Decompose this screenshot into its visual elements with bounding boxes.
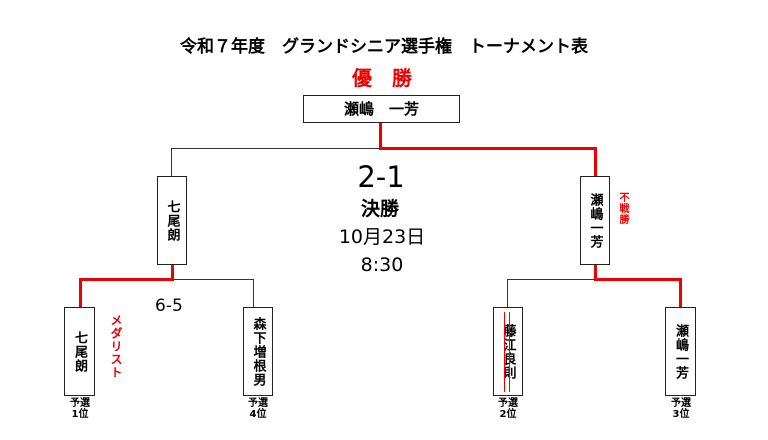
page-title: 令和７年度 グランドシニア選手権 トーナメント表	[180, 37, 588, 57]
semifinal-right-box: 瀬嶋一芳	[580, 176, 610, 265]
seed-text: 予選	[671, 398, 691, 409]
bracket-line	[594, 147, 597, 177]
bracket-line	[79, 278, 174, 281]
seed-text: 予選	[70, 398, 90, 409]
bracket-line	[171, 265, 174, 281]
final-date: 10月23日	[338, 226, 426, 248]
seed-rank: 3位	[672, 409, 690, 420]
seed-text: 予選	[498, 398, 518, 409]
final-time: 8:30	[360, 254, 404, 276]
player-box: 森下増根男	[243, 307, 273, 396]
player-box: 瀬嶋一芳	[665, 307, 696, 396]
champion-label: 優 勝	[352, 66, 412, 90]
final-label: 決勝	[360, 198, 400, 220]
strike-line	[504, 312, 505, 392]
seed-text: 予選	[248, 398, 268, 409]
bracket-line	[595, 278, 682, 281]
bracket-line	[171, 148, 172, 177]
bracket-line	[594, 265, 597, 281]
walkover-note: 不戦勝	[617, 192, 628, 225]
bracket-line	[379, 147, 597, 150]
bracket-line	[253, 279, 254, 308]
seed-rank: 1位	[71, 409, 89, 420]
player-box: 七尾朗	[64, 307, 95, 396]
seed-rank: 2位	[499, 409, 517, 420]
semifinal-left-score: 6-5	[155, 296, 183, 316]
bracket-line	[679, 278, 682, 308]
player-box: 藤江良則	[493, 307, 523, 396]
champion-box: 瀬嶋 一芳	[303, 95, 460, 123]
bracket-line	[171, 148, 380, 149]
seed-rank: 4位	[249, 409, 267, 420]
semifinal-left-box: 七尾朗	[157, 176, 187, 265]
bracket-line	[172, 279, 254, 280]
bracket-line	[379, 123, 382, 150]
bracket-line	[507, 279, 508, 308]
strike-line	[509, 312, 510, 392]
bracket-line	[79, 278, 82, 308]
bracket-line	[507, 279, 595, 280]
final-score: 2-1	[357, 160, 405, 194]
medalist-note: メダリスト	[109, 314, 123, 379]
